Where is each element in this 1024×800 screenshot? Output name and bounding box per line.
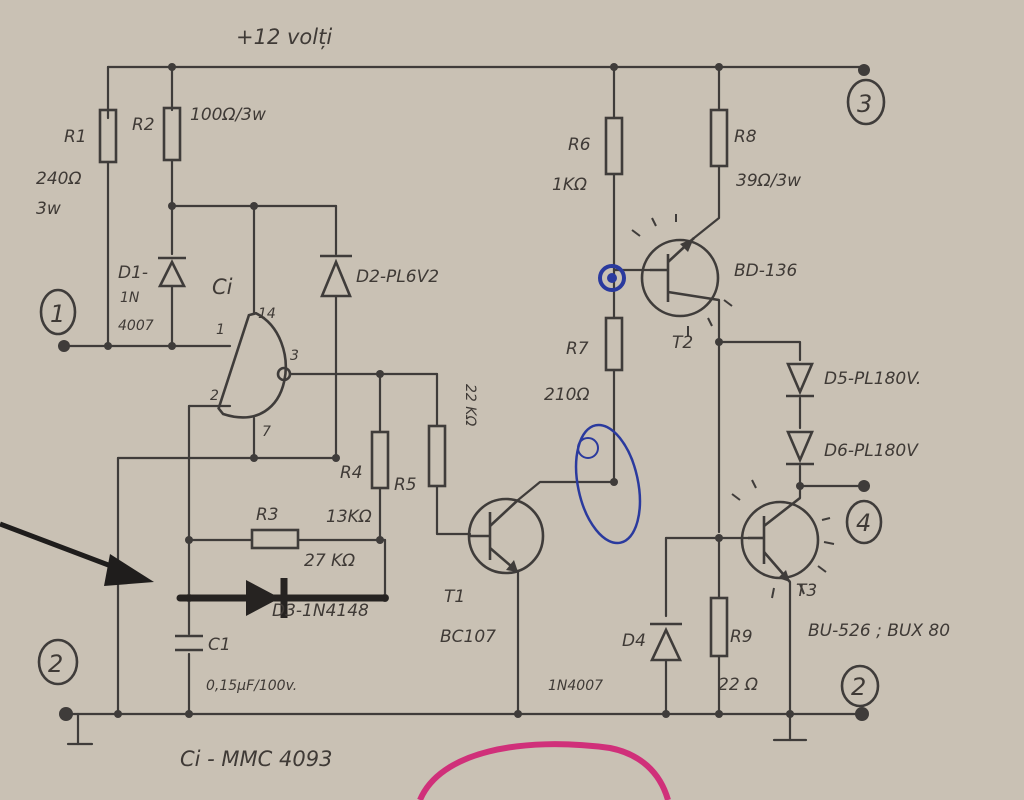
- d1-part-a: 1N: [120, 290, 140, 306]
- transistor-t3: [740, 496, 820, 583]
- diode-d2: [320, 254, 352, 298]
- ic-type-footer: Ci - MMC 4093: [180, 747, 332, 771]
- ic-pin-14: 14: [258, 306, 276, 322]
- r6-value: 1KΩ: [552, 175, 587, 195]
- diode-d1: [157, 256, 187, 288]
- ic-pin-3: 3: [290, 348, 299, 364]
- t2-name: T2: [672, 333, 693, 353]
- d6-label: D6-PL180V: [824, 441, 919, 461]
- resistor-r3: [250, 528, 300, 550]
- resistor-r6: [604, 116, 624, 176]
- terminal-2-right-label: 2: [851, 673, 866, 701]
- r3-name: R3: [256, 505, 279, 525]
- left-network-wires: [64, 158, 472, 716]
- t2-part: BD-136: [734, 261, 798, 281]
- terminal-1-label: 1: [50, 300, 65, 328]
- resistor-r8: [709, 108, 729, 168]
- d4-label: D4: [622, 631, 646, 651]
- resistor-r1: [98, 108, 118, 164]
- diode-d5: [786, 362, 814, 398]
- terminal-2-left-label: 2: [48, 650, 63, 678]
- terminal-2-left: 2: [37, 638, 79, 686]
- terminal-4: 4: [845, 499, 883, 545]
- r4-value: 13KΩ: [326, 507, 372, 527]
- r9-value: 22 Ω: [718, 675, 758, 695]
- r9-name: R9: [730, 627, 753, 647]
- r8-name: R8: [734, 127, 757, 147]
- diode-d4: [649, 622, 683, 662]
- transistor-t1: [467, 497, 545, 575]
- supply-label: +12 volți: [236, 25, 332, 49]
- resistor-r9: [709, 596, 729, 658]
- r1-value: 240Ω: [36, 169, 81, 189]
- resistor-r7: [604, 316, 624, 372]
- junction-dots: [104, 63, 804, 718]
- c1-name: C1: [208, 635, 231, 655]
- r8-value: 39Ω/3w: [736, 171, 801, 191]
- capacitor-c1: [175, 634, 203, 652]
- terminal-3: 3: [846, 78, 886, 126]
- t3-name: T3: [796, 581, 817, 601]
- pointer-arrow: [0, 521, 154, 586]
- transistor-wires: [66, 164, 864, 746]
- nand-gate-ci: [217, 311, 292, 419]
- diode-d6: [786, 430, 814, 466]
- supply-rail: [106, 65, 864, 120]
- r1-name: R1: [64, 127, 87, 147]
- c1-value: 0,15µF/100v.: [206, 678, 297, 694]
- r7-value: 210Ω: [544, 385, 589, 405]
- terminal-connectors: [58, 64, 870, 721]
- diode-d3: [176, 578, 389, 618]
- ic-pin-1: 1: [216, 322, 225, 338]
- transistor-t2: [640, 237, 720, 318]
- t1-name: T1: [444, 587, 465, 607]
- ic-name: Ci: [212, 275, 233, 299]
- terminal-4-label: 4: [856, 509, 871, 537]
- t1-part: BC107: [440, 627, 496, 647]
- d3-label: D3-1N4148: [272, 601, 369, 621]
- heat-marks: [631, 214, 835, 599]
- d4-part: 1N4007: [548, 678, 603, 694]
- r7-name: R7: [566, 339, 589, 359]
- r2-name: R2: [132, 115, 155, 135]
- terminal-2-right: 2: [840, 664, 880, 708]
- d2-label: D2-PL6V2: [356, 267, 439, 287]
- r5-name: R5: [394, 475, 417, 495]
- blue-marker-highlight: [574, 264, 642, 545]
- terminal-1: 1: [39, 288, 77, 336]
- resistor-r2: [162, 106, 182, 162]
- r5-value: 22 KΩ: [462, 384, 478, 426]
- r4-name: R4: [340, 463, 363, 483]
- r6-name: R6: [568, 135, 591, 155]
- r2-value: 100Ω/3w: [190, 105, 266, 125]
- t3-part: BU-526 ; BUX 80: [808, 621, 950, 641]
- resistor-r5: [427, 424, 447, 488]
- d1-label: D1-: [118, 263, 148, 283]
- d5-label: D5-PL180V.: [824, 369, 921, 389]
- r1-power: 3w: [36, 199, 61, 219]
- ic-pin-2: 2: [210, 388, 219, 404]
- terminal-3-label: 3: [857, 90, 872, 118]
- ic-pin-7: 7: [262, 424, 271, 440]
- pink-marker-stroke: [417, 741, 671, 800]
- d1-part-b: 4007: [118, 318, 154, 334]
- r3-value: 27 KΩ: [304, 551, 355, 571]
- resistor-r4: [370, 430, 390, 490]
